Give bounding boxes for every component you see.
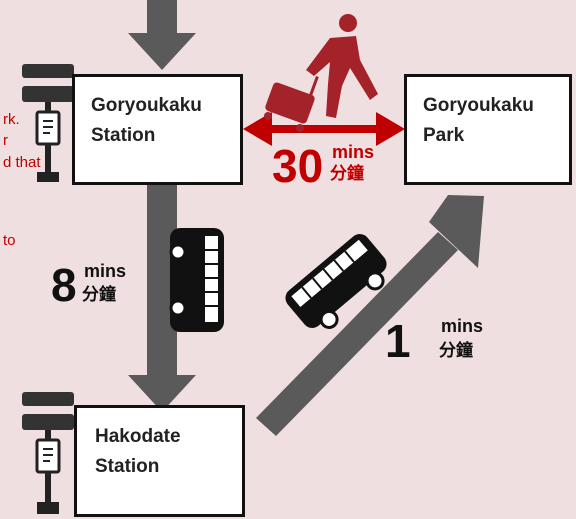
incoming-arrow bbox=[128, 0, 196, 70]
tram-icon bbox=[169, 228, 224, 332]
tram-duration-unit-en: mins bbox=[84, 261, 127, 281]
bus-icon bbox=[285, 234, 387, 329]
tram-duration-unit-zh: 分鐘 bbox=[82, 285, 116, 304]
walking-traveler-icon bbox=[264, 14, 378, 132]
bus-duration-unit-zh: 分鐘 bbox=[439, 341, 473, 360]
station-name-line: Goryoukaku bbox=[91, 95, 202, 116]
bus-stop-sign-icon bbox=[22, 392, 74, 514]
walk-duration-value: 30 bbox=[272, 140, 324, 192]
walk-duration-unit-zh: 分鐘 bbox=[330, 164, 364, 183]
goryoukaku-park-box: Goryoukaku Park bbox=[404, 74, 572, 185]
bus-route-arrow bbox=[256, 195, 484, 436]
station-name-line: Park bbox=[423, 125, 465, 146]
station-name-line: Goryoukaku bbox=[423, 95, 534, 116]
station-name-line: Station bbox=[91, 125, 156, 146]
bus-stop-sign-icon bbox=[22, 64, 74, 182]
station-name-line: Hakodate bbox=[95, 426, 181, 447]
bus-duration-unit-en: mins bbox=[441, 316, 484, 336]
partial-note-line: r bbox=[3, 132, 8, 149]
bus-duration-value: 1 bbox=[385, 315, 411, 367]
partial-note-line: to bbox=[3, 232, 16, 249]
walk-duration-unit-en: mins bbox=[332, 142, 375, 162]
tram-duration-value: 8 bbox=[51, 259, 77, 311]
partial-note-line: rk. bbox=[3, 111, 20, 128]
walk-double-arrow bbox=[243, 112, 405, 146]
station-name-line: Station bbox=[95, 456, 160, 477]
partial-note-line: d that bbox=[3, 154, 41, 171]
hakodate-station-box: Hakodate Station bbox=[74, 405, 245, 517]
goryoukaku-station-box: Goryoukaku Station bbox=[72, 74, 243, 185]
